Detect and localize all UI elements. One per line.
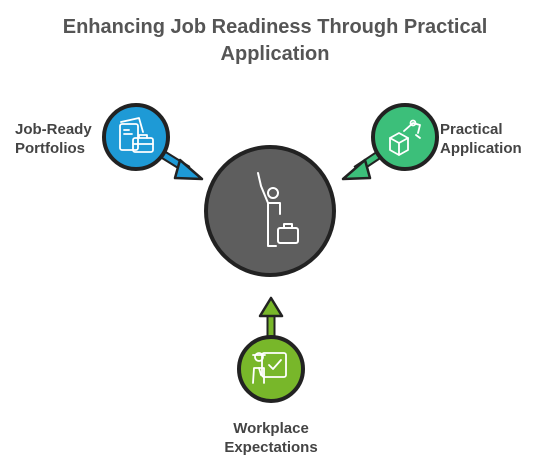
practical-label-line-1: Practical — [440, 121, 503, 138]
person-checklist-icon — [252, 352, 287, 384]
workplace-label: Workplace Expectations — [171, 419, 371, 457]
diagram-title: Enhancing Job Readiness Through Practica… — [0, 14, 550, 68]
workplace-node — [237, 335, 305, 403]
arrow-portfolios-to-center — [156, 148, 204, 181]
arrow-workplace-to-center — [258, 296, 284, 340]
title-line-1: Enhancing Job Readiness Through Practica… — [62, 16, 488, 38]
workplace-label-line-2: Expectations — [224, 439, 318, 456]
portfolios-label-line-2: Portfolios — [15, 140, 85, 157]
practical-node — [371, 103, 439, 171]
person-raising-hand-briefcase-icon — [257, 172, 299, 247]
workplace-label-line-1: Workplace — [233, 420, 309, 437]
title-line-2: Application — [220, 43, 330, 65]
portfolios-node — [102, 103, 170, 171]
practical-label-line-2: Application — [440, 140, 522, 157]
robot-arm-box-icon — [389, 119, 421, 156]
center-node — [204, 145, 336, 277]
practical-label: Practical Application — [440, 120, 522, 158]
portfolios-label-line-1: Job-Ready — [15, 121, 92, 138]
portfolio-briefcase-icon — [119, 117, 154, 153]
portfolios-label: Job-Ready Portfolios — [15, 120, 92, 158]
